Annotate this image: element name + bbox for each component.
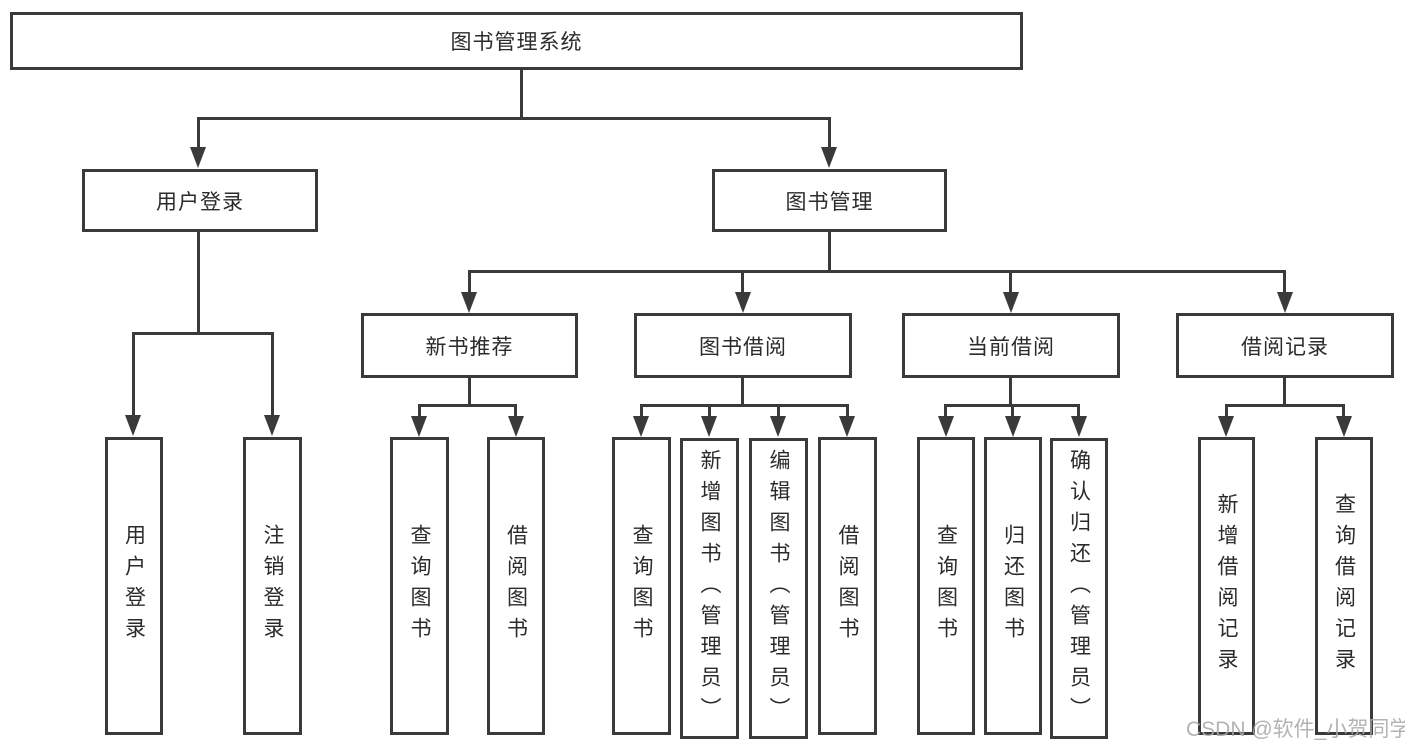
leaf-add-book-admin-label: 新增图书（管理员）	[698, 449, 721, 728]
leaf-borrow-books-1-label: 借阅图书	[504, 524, 528, 648]
leaf-confirm-return-admin: 确认归还（管理员）	[1050, 438, 1108, 739]
connector-line	[741, 270, 744, 293]
leaf-return-book-label: 归还图书	[1001, 524, 1025, 648]
connector-line	[1225, 404, 1228, 417]
leaf-user-login-label: 用户登录	[122, 524, 146, 648]
arrow-down-icon	[411, 416, 427, 437]
arrow-down-icon	[125, 415, 141, 436]
arrow-down-icon	[1003, 292, 1019, 313]
arrow-down-icon	[1277, 292, 1293, 313]
arrow-down-icon	[839, 416, 855, 437]
connector-line	[1077, 404, 1080, 417]
leaf-query-books-3: 查询图书	[917, 437, 975, 735]
leaf-query-borrow-record-label: 查询借阅记录	[1332, 493, 1356, 679]
connector-line	[520, 70, 523, 120]
arrow-down-icon	[633, 416, 649, 437]
arrow-down-icon	[190, 147, 206, 168]
arrow-down-icon	[735, 292, 751, 313]
connector-line	[468, 270, 471, 293]
arrow-down-icon	[938, 416, 954, 437]
arrow-down-icon	[1336, 416, 1352, 437]
leaf-query-books-2: 查询图书	[612, 437, 671, 735]
connector-line	[197, 117, 831, 120]
node-new-book-recommend-label: 新书推荐	[425, 335, 514, 359]
leaf-add-borrow-record-label: 新增借阅记录	[1215, 493, 1238, 679]
connector-line	[640, 404, 643, 417]
leaf-query-books-1: 查询图书	[390, 437, 449, 735]
connector-line	[1342, 404, 1345, 417]
node-book-borrow-label: 图书借阅	[699, 335, 787, 359]
connector-line	[828, 232, 831, 273]
connector-line	[271, 332, 274, 416]
leaf-borrow-books-1: 借阅图书	[487, 437, 545, 735]
leaf-logout-login-label: 注销登录	[261, 524, 284, 648]
node-user-login-label: 用户登录	[156, 190, 244, 214]
leaf-query-books-3-label: 查询图书	[934, 524, 958, 648]
connector-line	[1225, 404, 1345, 407]
connector-line	[944, 404, 947, 417]
connector-line	[1283, 378, 1286, 407]
arrow-down-icon	[461, 292, 477, 313]
leaf-borrow-books-2: 借阅图书	[818, 437, 877, 735]
arrow-down-icon	[701, 416, 717, 437]
arrow-down-icon	[821, 147, 837, 168]
connector-line	[846, 404, 849, 417]
node-root-label: 图书管理系统	[450, 31, 583, 54]
arrow-down-icon	[1218, 416, 1234, 437]
connector-line	[640, 404, 847, 407]
node-root: 图书管理系统	[10, 12, 1023, 70]
connector-line	[468, 270, 1285, 273]
connector-line	[468, 378, 471, 407]
connector-line	[418, 404, 517, 407]
watermark: CSDN @软件_小贺同学	[1186, 718, 1405, 741]
connector-line	[828, 117, 831, 149]
connector-line	[132, 332, 273, 335]
leaf-query-books-1-label: 查询图书	[408, 524, 431, 648]
leaf-edit-book-admin-label: 编辑图书（管理员）	[767, 449, 790, 728]
connector-line	[197, 232, 200, 335]
leaf-query-borrow-record: 查询借阅记录	[1315, 437, 1373, 735]
connector-line	[418, 404, 421, 417]
connector-line	[777, 404, 780, 417]
leaf-borrow-books-2-label: 借阅图书	[836, 524, 859, 648]
node-current-borrow-label: 当前借阅	[967, 335, 1055, 359]
connector-line	[197, 117, 200, 149]
leaf-return-book: 归还图书	[984, 437, 1042, 735]
leaf-logout-login: 注销登录	[243, 437, 302, 735]
node-current-borrow: 当前借阅	[902, 313, 1120, 378]
node-book-management-label: 图书管理	[785, 190, 874, 214]
leaf-add-book-admin: 新增图书（管理员）	[680, 438, 739, 739]
node-new-book-recommend: 新书推荐	[361, 313, 578, 378]
connector-line	[741, 378, 744, 407]
connector-line	[1009, 378, 1012, 407]
connector-line	[132, 332, 135, 416]
connector-line	[1009, 270, 1012, 293]
arrow-down-icon	[770, 416, 786, 437]
node-user-login: 用户登录	[82, 169, 318, 232]
leaf-query-books-2-label: 查询图书	[630, 524, 653, 648]
connector-line	[708, 404, 711, 417]
arrow-down-icon	[264, 415, 280, 436]
node-borrow-records: 借阅记录	[1176, 313, 1394, 378]
node-book-management: 图书管理	[712, 169, 947, 232]
node-book-borrow: 图书借阅	[634, 313, 852, 378]
leaf-confirm-return-admin-label: 确认归还（管理员）	[1067, 449, 1091, 728]
arrow-down-icon	[508, 416, 524, 437]
arrow-down-icon	[1005, 416, 1021, 437]
connector-line	[514, 404, 517, 417]
leaf-edit-book-admin: 编辑图书（管理员）	[749, 438, 808, 739]
leaf-user-login: 用户登录	[105, 437, 163, 735]
leaf-add-borrow-record: 新增借阅记录	[1198, 437, 1255, 735]
node-borrow-records-label: 借阅记录	[1241, 335, 1329, 359]
arrow-down-icon	[1071, 416, 1087, 437]
connector-line	[1011, 404, 1014, 417]
connector-line	[1283, 270, 1286, 293]
